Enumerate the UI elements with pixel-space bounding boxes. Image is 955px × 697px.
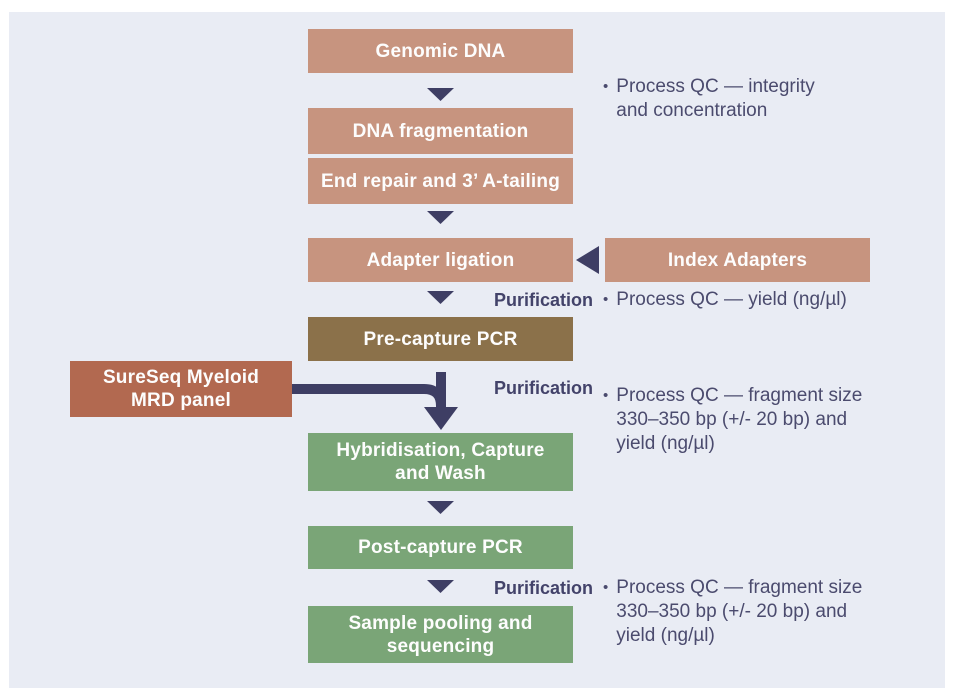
- step-index-adapters: Index Adapters: [605, 238, 870, 282]
- purification-label: Purification: [493, 578, 593, 598]
- step-adapter-ligation: Adapter ligation: [308, 238, 573, 282]
- step-genomic-dna: Genomic DNA: [308, 29, 573, 73]
- qc-note-text: Process QC — yield (ng/µl): [616, 289, 847, 310]
- qc-note-fragment-size: • Process QC — fragment size 330–350 bp …: [603, 576, 878, 648]
- step-pre-capture-pcr: Pre-capture PCR: [308, 317, 573, 361]
- step-hybridisation-capture-wash: Hybridisation, Capture and Wash: [308, 433, 573, 491]
- bullet-icon: •: [603, 579, 609, 596]
- qc-note-text: Process QC — integrity and concentration: [616, 76, 815, 121]
- step-end-repair-a-tailing: End repair and 3’ A-tailing: [308, 158, 573, 204]
- bullet-icon: •: [603, 291, 609, 308]
- step-dna-fragmentation: DNA fragmentation: [308, 108, 573, 154]
- qc-note-fragment-size: • Process QC — fragment size 330–350 bp …: [603, 384, 878, 456]
- step-sureseq-myeloid-mrd-panel: SureSeq Myeloid MRD panel: [70, 361, 292, 417]
- qc-note-text: Process QC — fragment size 330–350 bp (+…: [616, 577, 863, 646]
- bullet-icon: •: [603, 387, 609, 404]
- qc-note-yield: • Process QC — yield (ng/µl): [603, 288, 847, 312]
- qc-note-text: Process QC — fragment size 330–350 bp (+…: [616, 385, 863, 454]
- qc-note-integrity: • Process QC — integrity and concentrati…: [603, 75, 834, 123]
- merge-arrow: [292, 372, 458, 430]
- bullet-icon: •: [603, 78, 609, 95]
- purification-label: Purification: [493, 378, 593, 398]
- step-post-capture-pcr: Post-capture PCR: [308, 526, 573, 569]
- purification-label: Purification: [493, 290, 593, 310]
- step-sample-pooling-sequencing: Sample pooling and sequencing: [308, 606, 573, 663]
